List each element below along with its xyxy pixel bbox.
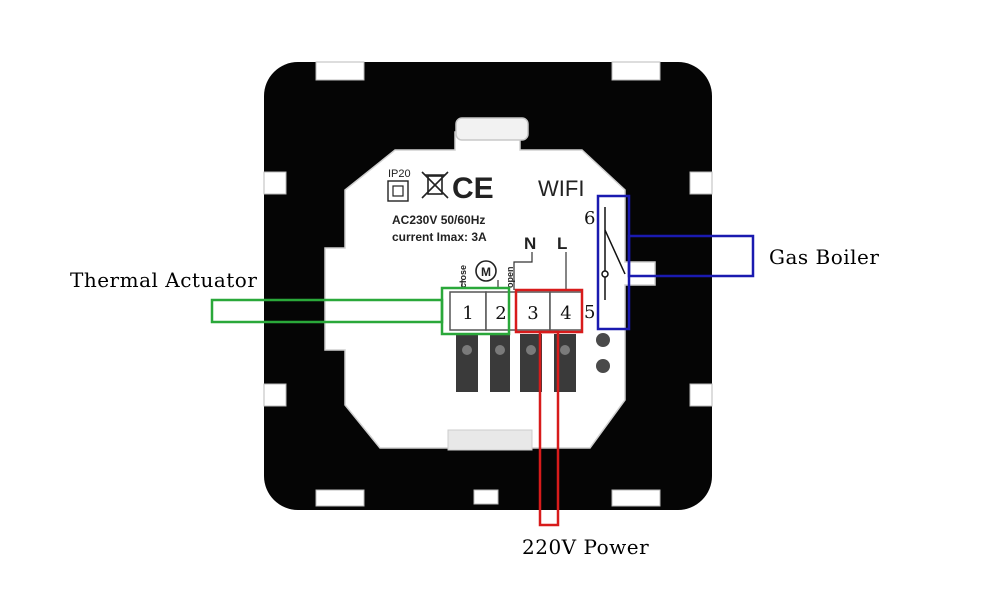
mount-slot-bottom <box>447 429 533 451</box>
gas-boiler-label: Gas Boiler <box>769 245 880 269</box>
neutral-label: N <box>524 234 536 253</box>
terminal-1: 1 <box>462 303 473 324</box>
relay-screw-top <box>596 333 610 347</box>
relay-terminal-5: 5 <box>584 302 595 323</box>
gas-boiler-box <box>596 194 755 331</box>
wifi-label: WIFI <box>538 176 584 201</box>
internal-wires <box>461 252 567 290</box>
power-label: 220V Power <box>522 535 650 559</box>
terminal-2: 2 <box>495 303 506 324</box>
valve-close-label: close <box>458 265 468 288</box>
terminal-4: 4 <box>560 303 571 324</box>
ce-mark: CE <box>452 172 494 205</box>
square-ip-icon <box>387 180 409 202</box>
terminal-block <box>449 291 583 331</box>
relay-terminal-6: 6 <box>584 208 595 229</box>
plate-clips <box>263 61 713 507</box>
ip-rating: IP20 <box>388 168 411 180</box>
motor-icon: M <box>475 260 497 282</box>
live-label: L <box>557 234 567 253</box>
svg-text:M: M <box>481 265 491 279</box>
weee-bin-icon <box>421 171 449 199</box>
valve-open-label: open <box>505 267 515 289</box>
thermal-actuator-box <box>210 286 511 336</box>
mount-slot-top <box>455 117 529 141</box>
voltage-rating: AC230V 50/60Hz <box>392 213 485 227</box>
terminal-3: 3 <box>527 303 538 324</box>
terminal-screws <box>456 334 576 392</box>
current-rating: current Imax: 3A <box>392 230 487 244</box>
relay-screw-bottom <box>596 359 610 373</box>
thermal-actuator-label: Thermal Actuator <box>70 268 258 292</box>
power-box <box>514 288 584 527</box>
relay-switch-icon <box>601 207 626 300</box>
